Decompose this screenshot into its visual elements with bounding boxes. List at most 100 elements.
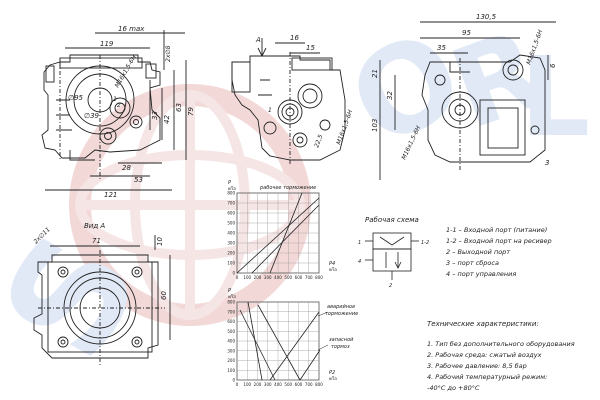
dim-53: 53	[134, 176, 143, 184]
spec-item-3: 3. Рабочее давление: 8,5 бар	[427, 362, 527, 370]
dim-m16-mid: M16x1,5-6H	[335, 109, 354, 146]
chart-top-ytick-label: 100	[227, 261, 235, 266]
spec-item-1: 1. Тип без дополнительного оборудования	[427, 340, 575, 348]
dim-6-right: 6	[549, 63, 557, 68]
dim-22-5: 22,5	[313, 134, 324, 149]
chart-top-xtick-label: 500	[284, 275, 292, 280]
dim-2x8: 2x∅8	[165, 45, 172, 62]
chart-bottom-yunit-2: кПа	[228, 294, 236, 299]
dim-79: 79	[187, 107, 195, 116]
chart-top-ytick-label: 700	[227, 201, 235, 206]
chart-top-ytick-label: 400	[227, 231, 235, 236]
dim-32-right: 32	[386, 91, 394, 100]
scheme-port-1-2: 1-2	[421, 240, 429, 246]
chart-bottom-xtick-label: 200	[254, 382, 262, 387]
chart-bottom-xtick-label: 400	[274, 382, 282, 387]
chart-bottom-yunit-1: Р	[228, 288, 231, 294]
chart-top-xtick-label: 400	[274, 275, 282, 280]
port-label-2-left: 2	[117, 102, 121, 109]
chart-bottom-annotation-1a: аварийное	[327, 304, 355, 310]
scheme-port-1: 1	[358, 240, 361, 246]
scheme-title: Рабочая схема	[365, 216, 419, 224]
dim-35-right: 35	[437, 44, 446, 52]
chart-bottom-ytick-label: 800	[227, 300, 235, 305]
chart-top-xtick-label: 100	[243, 275, 251, 280]
dim-16max: 16 max	[118, 25, 145, 33]
chart-top-ytick-label: 800	[227, 191, 235, 196]
chart-top-ytick-label: 600	[227, 211, 235, 216]
view-a-title: Вид А	[84, 222, 105, 230]
port-label-1-mid: 1	[268, 107, 272, 114]
chart-top-xtick-label: 0	[236, 275, 239, 280]
legend-item-4: 3 – порт сброса	[446, 259, 499, 267]
dim-16-mid: 16	[290, 34, 299, 42]
chart-top-ytick-label: 0	[232, 271, 235, 276]
view-a-marker: A	[255, 36, 261, 44]
chart-bottom-xunit-2: кПа	[329, 376, 337, 381]
chart-top-xtick-label: 800	[315, 275, 323, 280]
dim-10: 10	[156, 237, 164, 246]
port-legend: 1-1 – Входной порт (питание) 1-2 – Входн…	[446, 226, 552, 278]
chart-bottom-xtick-label: 0	[236, 382, 239, 387]
chart-bottom-ytick-label: 700	[227, 309, 235, 314]
technical-specs: Технические характеристики: 1. Тип без д…	[427, 320, 575, 392]
dim-63: 63	[175, 103, 183, 112]
dim-119: 119	[100, 40, 114, 48]
side-view-drawing	[231, 38, 346, 165]
dim-60: 60	[160, 291, 168, 300]
dim-15-mid: 15	[306, 44, 315, 52]
chart-bottom-annotation-2b: тормоз	[331, 344, 350, 350]
dim-130-5: 130,5	[476, 13, 497, 21]
dim-33: 33	[151, 111, 159, 120]
chart-bottom-xunit-1: Р2	[329, 370, 335, 376]
dim-28: 28	[122, 164, 131, 172]
legend-item-1: 1-1 – Входной порт (питание)	[446, 226, 547, 234]
chart-bottom-xtick-label: 800	[315, 382, 323, 387]
chart-top-xtick-label: 300	[264, 275, 272, 280]
dim-39: ∅39	[84, 112, 100, 120]
spec-item-5: -40°C до +80°C	[427, 384, 480, 392]
chart-top-xtick-label: 700	[305, 275, 313, 280]
chart-top-xunit-2: кПа	[329, 267, 337, 272]
legend-item-3: 2 – Выходной порт	[446, 248, 510, 256]
chart-bottom-ytick-label: 600	[227, 319, 235, 324]
chart-bottom-ytick-label: 200	[227, 358, 235, 363]
chart-bottom-annotation-1b: торможение	[325, 311, 358, 317]
chart-bottom-ytick-label: 300	[227, 348, 235, 353]
chart-bottom-xtick-label: 300	[264, 382, 272, 387]
scheme-port-4: 4	[358, 259, 361, 265]
legend-item-2: 1-2 – Входной порт на ресивер	[446, 237, 552, 245]
chart-bottom-ytick-label: 0	[232, 378, 235, 383]
working-scheme	[365, 232, 419, 280]
spec-item-2: 2. Рабочая среда: сжатый воздух	[427, 351, 542, 359]
chart-bottom-xtick-label: 600	[295, 382, 303, 387]
chart-top-xtick-label: 600	[295, 275, 303, 280]
chart-top-annotation: рабочее торможение	[259, 185, 316, 191]
dim-21-right: 21	[371, 69, 379, 78]
port-label-1-left: 1	[113, 96, 117, 103]
dim-103-right: 103	[371, 119, 379, 132]
rear-view-drawing	[379, 21, 556, 180]
chart-bottom-ytick-label: 400	[227, 339, 235, 344]
chart-top-ytick-label: 300	[227, 241, 235, 246]
watermark-logo: S O R L	[0, 4, 590, 387]
chart-bottom-ytick-label: 100	[227, 368, 235, 373]
dim-95-right: 95	[462, 29, 471, 37]
chart-bottom-xtick-label: 500	[284, 382, 292, 387]
view-a-drawing	[33, 235, 171, 365]
port-label-3-right: 3	[545, 159, 549, 167]
chart-bottom-ytick-label: 500	[227, 329, 235, 334]
chart-bottom-xtick-label: 100	[243, 382, 251, 387]
chart-top-ytick-label: 500	[227, 221, 235, 226]
watermark-letter-l: L	[520, 33, 590, 161]
chart-top-ytick-label: 200	[227, 251, 235, 256]
chart-top-xtick-label: 200	[254, 275, 262, 280]
chart-bottom-xtick-label: 700	[305, 382, 313, 387]
spec-item-4: 4. Рабочий температурный режим:	[427, 373, 547, 381]
legend-item-5: 4 – порт управления	[446, 270, 516, 278]
dim-71: 71	[92, 237, 101, 245]
scheme-port-2: 2	[389, 283, 392, 289]
